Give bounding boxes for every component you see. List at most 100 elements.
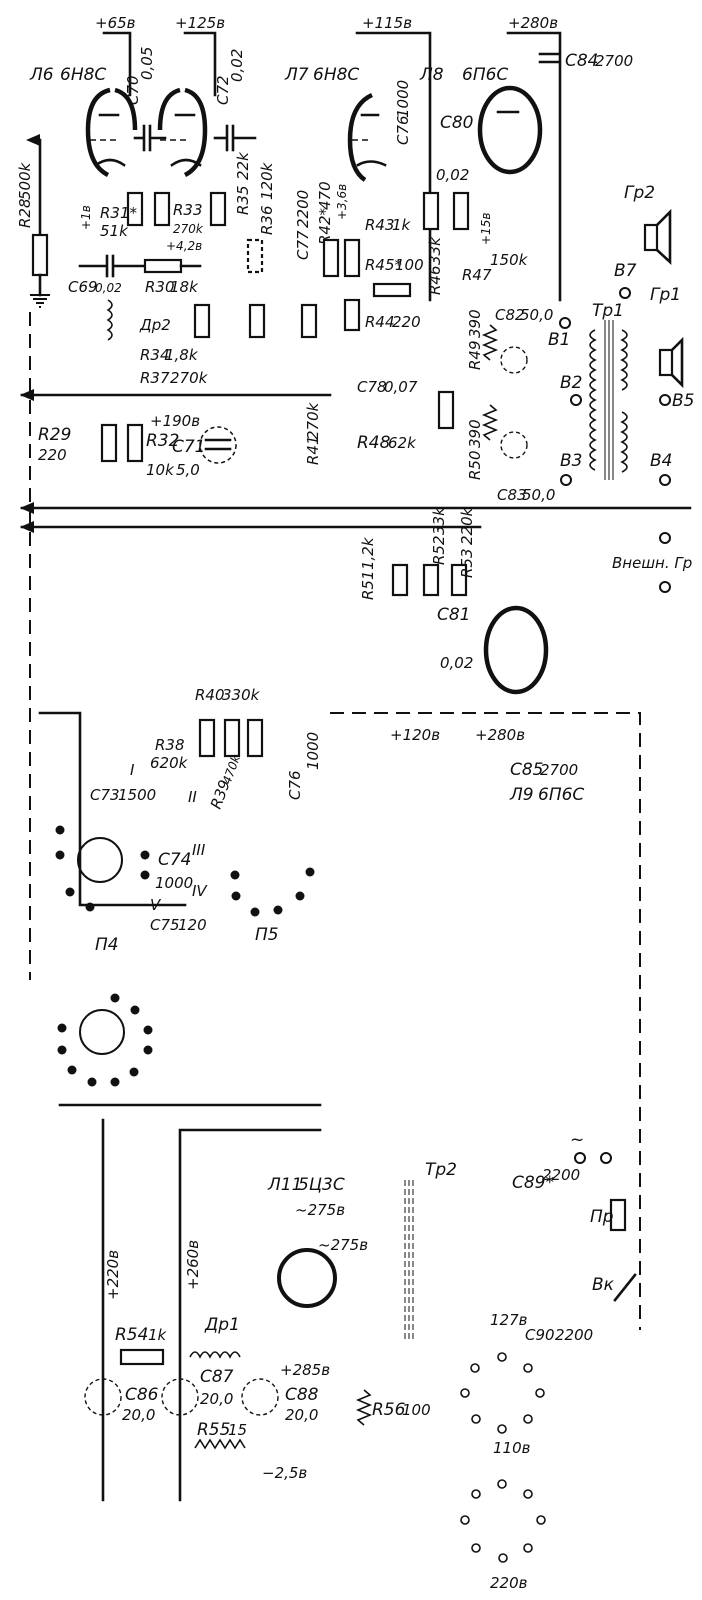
r45: [372, 282, 412, 298]
v280-label: +280в: [508, 14, 558, 32]
c85-val: 2700: [540, 761, 578, 779]
r47: [452, 191, 470, 231]
gr2-label: Гр2: [624, 183, 655, 203]
r33: [153, 191, 171, 227]
v65-label: +65в: [95, 14, 136, 32]
c76-ref: C76: [394, 115, 412, 145]
c90-ref: C90: [525, 1326, 555, 1344]
c84-ref: C84: [565, 51, 599, 71]
c72-ref: C72: [214, 75, 232, 105]
r34-val: 1,8k: [165, 346, 199, 364]
v1-label: +1в: [79, 205, 93, 230]
c83-ref: C83: [497, 486, 527, 504]
l11-envelope: [277, 1248, 337, 1308]
mains-110-label: 110в: [493, 1439, 531, 1457]
v115-label: +115в: [362, 14, 412, 32]
ac-symbol: ~: [570, 1130, 584, 1150]
r29-ref: R29: [38, 425, 71, 445]
jack-b2[interactable]: [570, 394, 582, 406]
jack-b7[interactable]: [619, 287, 631, 299]
switch-p5[interactable]: [230, 867, 315, 917]
r52-val: 33k: [430, 506, 448, 535]
mains-terminal-2[interactable]: [600, 1152, 612, 1164]
c72-val: 0,02: [228, 49, 246, 82]
r53: [450, 563, 468, 597]
v190-label: +190в: [150, 412, 200, 430]
mains-terminal-1[interactable]: [574, 1152, 586, 1164]
r48-val: 62k: [388, 434, 417, 452]
transformer-tr2: [404, 1180, 414, 1340]
dr1-label: Др1: [204, 1315, 240, 1335]
jack-b5[interactable]: [659, 394, 671, 406]
r30: [143, 258, 183, 274]
p5-label: П5: [255, 925, 279, 945]
r28-val: 500k: [16, 161, 34, 200]
switch-p4[interactable]: [55, 825, 150, 912]
c73-val: 1500: [118, 786, 156, 804]
pos-v: V: [150, 896, 162, 914]
r32: [126, 423, 144, 463]
r41-val: 270k: [304, 401, 322, 440]
r45-val: 100: [395, 256, 424, 274]
b7-label: В7: [614, 261, 637, 281]
r46: [422, 191, 440, 231]
r28-ref: R28: [16, 198, 34, 228]
r44-val: 220: [392, 313, 421, 331]
jack-ext2[interactable]: [659, 581, 671, 593]
l8-type: 6П6С: [462, 65, 508, 85]
c76-val: 1000: [394, 80, 412, 118]
c81-ref: C81: [437, 605, 471, 625]
c75-ref: C75: [150, 916, 180, 934]
c82-val: 50,0: [520, 306, 553, 324]
jack-ext1[interactable]: [659, 532, 671, 544]
l7-type: 6Н8С: [313, 65, 359, 85]
r47-val: 150k: [490, 251, 529, 269]
c89-ref: C89*: [512, 1173, 554, 1193]
r36-ref: R36: [258, 205, 276, 235]
r29-val: 220: [38, 446, 67, 464]
jack-b4[interactable]: [659, 474, 671, 486]
r33-val: 270k: [173, 222, 204, 236]
r52: [422, 563, 440, 597]
r31: [126, 191, 144, 227]
r42-ref: R42*: [316, 207, 334, 245]
r46-ref: R46: [426, 265, 444, 295]
r35-val: 22k: [234, 151, 252, 180]
pos-ii: II: [188, 788, 197, 806]
fuse-label: Пр: [590, 1207, 614, 1227]
b4-label: В4: [650, 451, 672, 471]
c88-val: 20,0: [285, 1406, 318, 1424]
l8-envelope: [477, 85, 543, 175]
l9-type: 6П6С: [538, 785, 584, 805]
r53-val: 220k: [458, 506, 476, 545]
r48: [437, 390, 455, 430]
v120-label: +120в: [390, 726, 440, 744]
r38: [198, 718, 216, 758]
c74-ref: C74: [158, 850, 192, 870]
r40-val: 330k: [222, 686, 261, 704]
r38-val: 620k: [150, 754, 189, 772]
r54-ref: R54: [115, 1325, 148, 1345]
c87-ref: C87: [200, 1367, 234, 1387]
c90-val: 2200: [555, 1326, 593, 1344]
r41-ref: R41: [304, 435, 322, 465]
r47-ref: R47: [462, 266, 492, 284]
r56-ref: R56: [372, 1400, 406, 1420]
r29: [100, 423, 118, 463]
switch-rotary-lower[interactable]: [57, 993, 153, 1087]
c78-ref: C78: [357, 378, 387, 396]
power-switch[interactable]: [613, 1273, 637, 1302]
r55-ref: R55: [197, 1420, 230, 1440]
v125-label: +125в: [175, 14, 225, 32]
jack-b1[interactable]: [559, 317, 571, 329]
gr1-label: Гр1: [650, 285, 681, 305]
b1-label: В1: [548, 330, 570, 350]
vneg-label: −2,5в: [262, 1464, 307, 1482]
jack-b3[interactable]: [560, 474, 572, 486]
r32-val: 10k: [146, 461, 175, 479]
c89-val: 2200: [542, 1166, 580, 1184]
v220-label: +220в: [104, 1250, 122, 1300]
ext-speaker-label: Внешн. Гр: [612, 554, 692, 572]
v285-label: +285в: [280, 1361, 330, 1379]
